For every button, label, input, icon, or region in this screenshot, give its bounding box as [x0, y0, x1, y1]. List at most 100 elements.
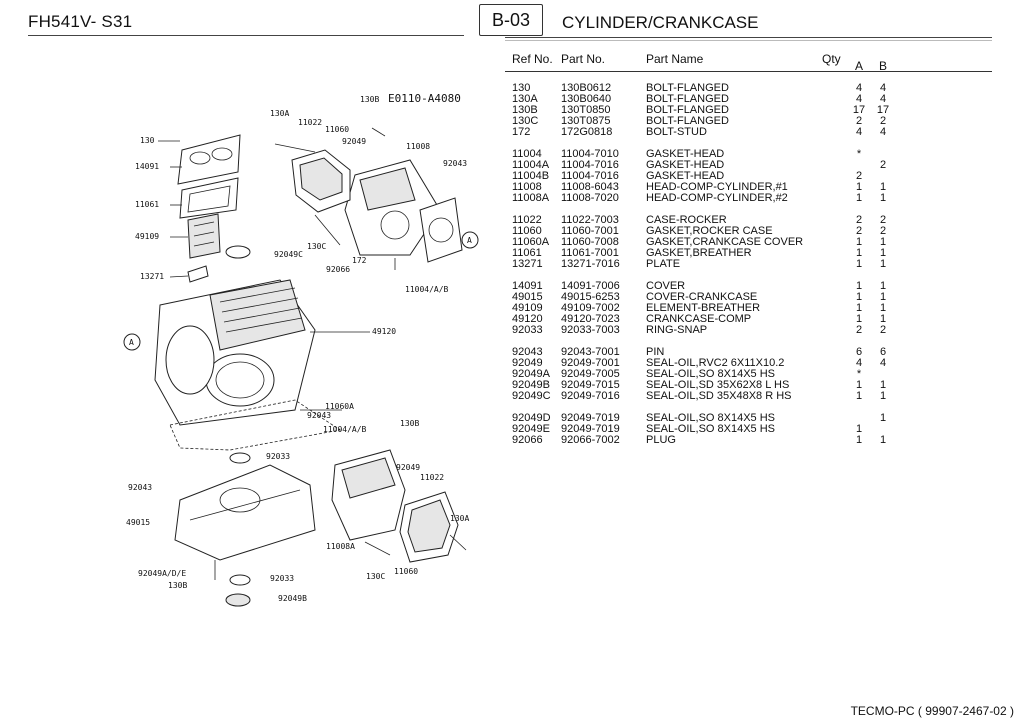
cell-b: 17: [876, 104, 890, 116]
cell-b: 4: [879, 82, 887, 94]
cell-part-no: 49120-7023: [561, 313, 620, 325]
cell-a: 1: [855, 280, 863, 292]
cell-a: 1: [855, 247, 863, 259]
cell-part-no: 130T0850: [561, 104, 611, 116]
cell-part-no: 49015-6253: [561, 291, 620, 303]
cell-ref: 130B: [512, 104, 538, 116]
cell-name: HEAD-COMP-CYLINDER,#2: [646, 192, 788, 204]
label-11004ab-2: 11004/A/B: [323, 425, 367, 434]
label-11061: 11061: [135, 200, 159, 209]
cell-ref: 13271: [512, 258, 543, 270]
cell-a: 1: [855, 313, 863, 325]
cell-b: 1: [879, 412, 887, 424]
label-92049c: 92049C: [274, 250, 303, 259]
bolt-130c-mid-part: [314, 214, 341, 246]
cell-a: 4: [855, 93, 863, 105]
cell-ref: 92049A: [512, 368, 550, 380]
cell-name: RING-SNAP: [646, 324, 708, 336]
cell-name: BOLT-STUD: [646, 126, 707, 138]
cell-part-no: 14091-7006: [561, 280, 620, 292]
cell-b: 1: [879, 313, 887, 325]
cell-b: 1: [879, 192, 887, 204]
cell-b: 2: [879, 324, 887, 336]
cell-ref: 14091: [512, 280, 543, 292]
label-11008a: 11008A: [326, 542, 355, 551]
label-130a: 130A: [270, 109, 289, 118]
cell-part-no: 172G0818: [561, 126, 613, 138]
cell-part-no: 11004-7016: [561, 159, 619, 171]
cell-b: 1: [879, 434, 887, 446]
crankcase-cover-part: [174, 464, 316, 561]
cell-b: 1: [879, 302, 887, 314]
cell-a: 6: [855, 346, 863, 358]
cell-part-no: 130B0640: [561, 93, 612, 105]
col-qty-a: A: [855, 59, 864, 73]
cell-name: HEAD-COMP-CYLINDER,#1: [646, 181, 788, 193]
header-divider-right: [505, 37, 992, 38]
cell-name: GASKET,ROCKER CASE: [646, 225, 773, 237]
cell-a: 1: [855, 390, 863, 402]
cell-ref: 92049C: [512, 390, 551, 402]
label-11060a: 11060A: [325, 402, 354, 411]
exploded-view-diagram: E0110-A4080: [123, 92, 479, 607]
label-130a-2: 130A: [450, 514, 469, 523]
cell-part-no: 11004-7010: [561, 148, 619, 160]
cell-b: 1: [879, 247, 887, 259]
cell-ref: 92049D: [512, 412, 551, 424]
cell-b: 1: [879, 236, 887, 248]
page-code: B-03: [491, 9, 531, 30]
cell-name: COVER-CRANKCASE: [646, 291, 758, 303]
cell-a: *: [856, 368, 862, 380]
cell-ref: 92049E: [512, 423, 550, 435]
cell-a: 1: [855, 181, 863, 193]
cell-b: 2: [879, 214, 887, 226]
table-row: 92049A 92049-7005 SEAL-OIL,SO 8X14X5 HS *: [505, 369, 985, 380]
cell-ref: 11060: [512, 225, 542, 237]
header-divider-left: [28, 35, 464, 36]
cell-name: SEAL-OIL,SD 35X48X8 R HS: [646, 390, 792, 402]
cell-part-no: 92049-7019: [561, 423, 620, 435]
cell-b: 2: [879, 115, 887, 127]
label-13271: 13271: [140, 272, 164, 281]
cell-part-no: 92049-7015: [561, 379, 620, 391]
cell-b: 1: [879, 379, 887, 391]
label-11008: 11008: [406, 142, 430, 151]
cell-name: CRANKCASE-COMP: [646, 313, 752, 325]
cell-ref: 11008A: [512, 192, 550, 204]
cell-part-no: 92049-7001: [561, 357, 620, 369]
cell-part-no: 11004-7016: [561, 170, 619, 182]
label-130b-bottom: 130B: [168, 581, 187, 590]
label-92043-mid: 92043: [307, 411, 331, 420]
cell-b: 1: [879, 390, 887, 402]
cell-b: 2: [879, 159, 887, 171]
cell-name: PLUG: [646, 434, 676, 446]
cell-name: SEAL-OIL,SO 8X14X5 HS: [646, 423, 776, 435]
cell-a: 4: [855, 357, 863, 369]
cell-ref: 92049: [512, 357, 543, 369]
label-130c-top: 130C: [307, 242, 326, 251]
breather-gasket-part: [179, 177, 239, 219]
cell-a: 4: [855, 126, 863, 138]
cell-name: BOLT-FLANGED: [646, 93, 729, 105]
cell-part-no: 92049-7005: [561, 368, 620, 380]
cell-a: 1: [855, 434, 863, 446]
cell-b: 4: [879, 357, 887, 369]
cell-ref: 130C: [512, 115, 539, 127]
cell-part-no: 92066-7002: [561, 434, 620, 446]
label-11060-2: 11060: [394, 567, 418, 576]
cell-a: 1: [855, 291, 863, 303]
cell-name: SEAL-OIL,SO 8X14X5 HS: [646, 368, 776, 380]
